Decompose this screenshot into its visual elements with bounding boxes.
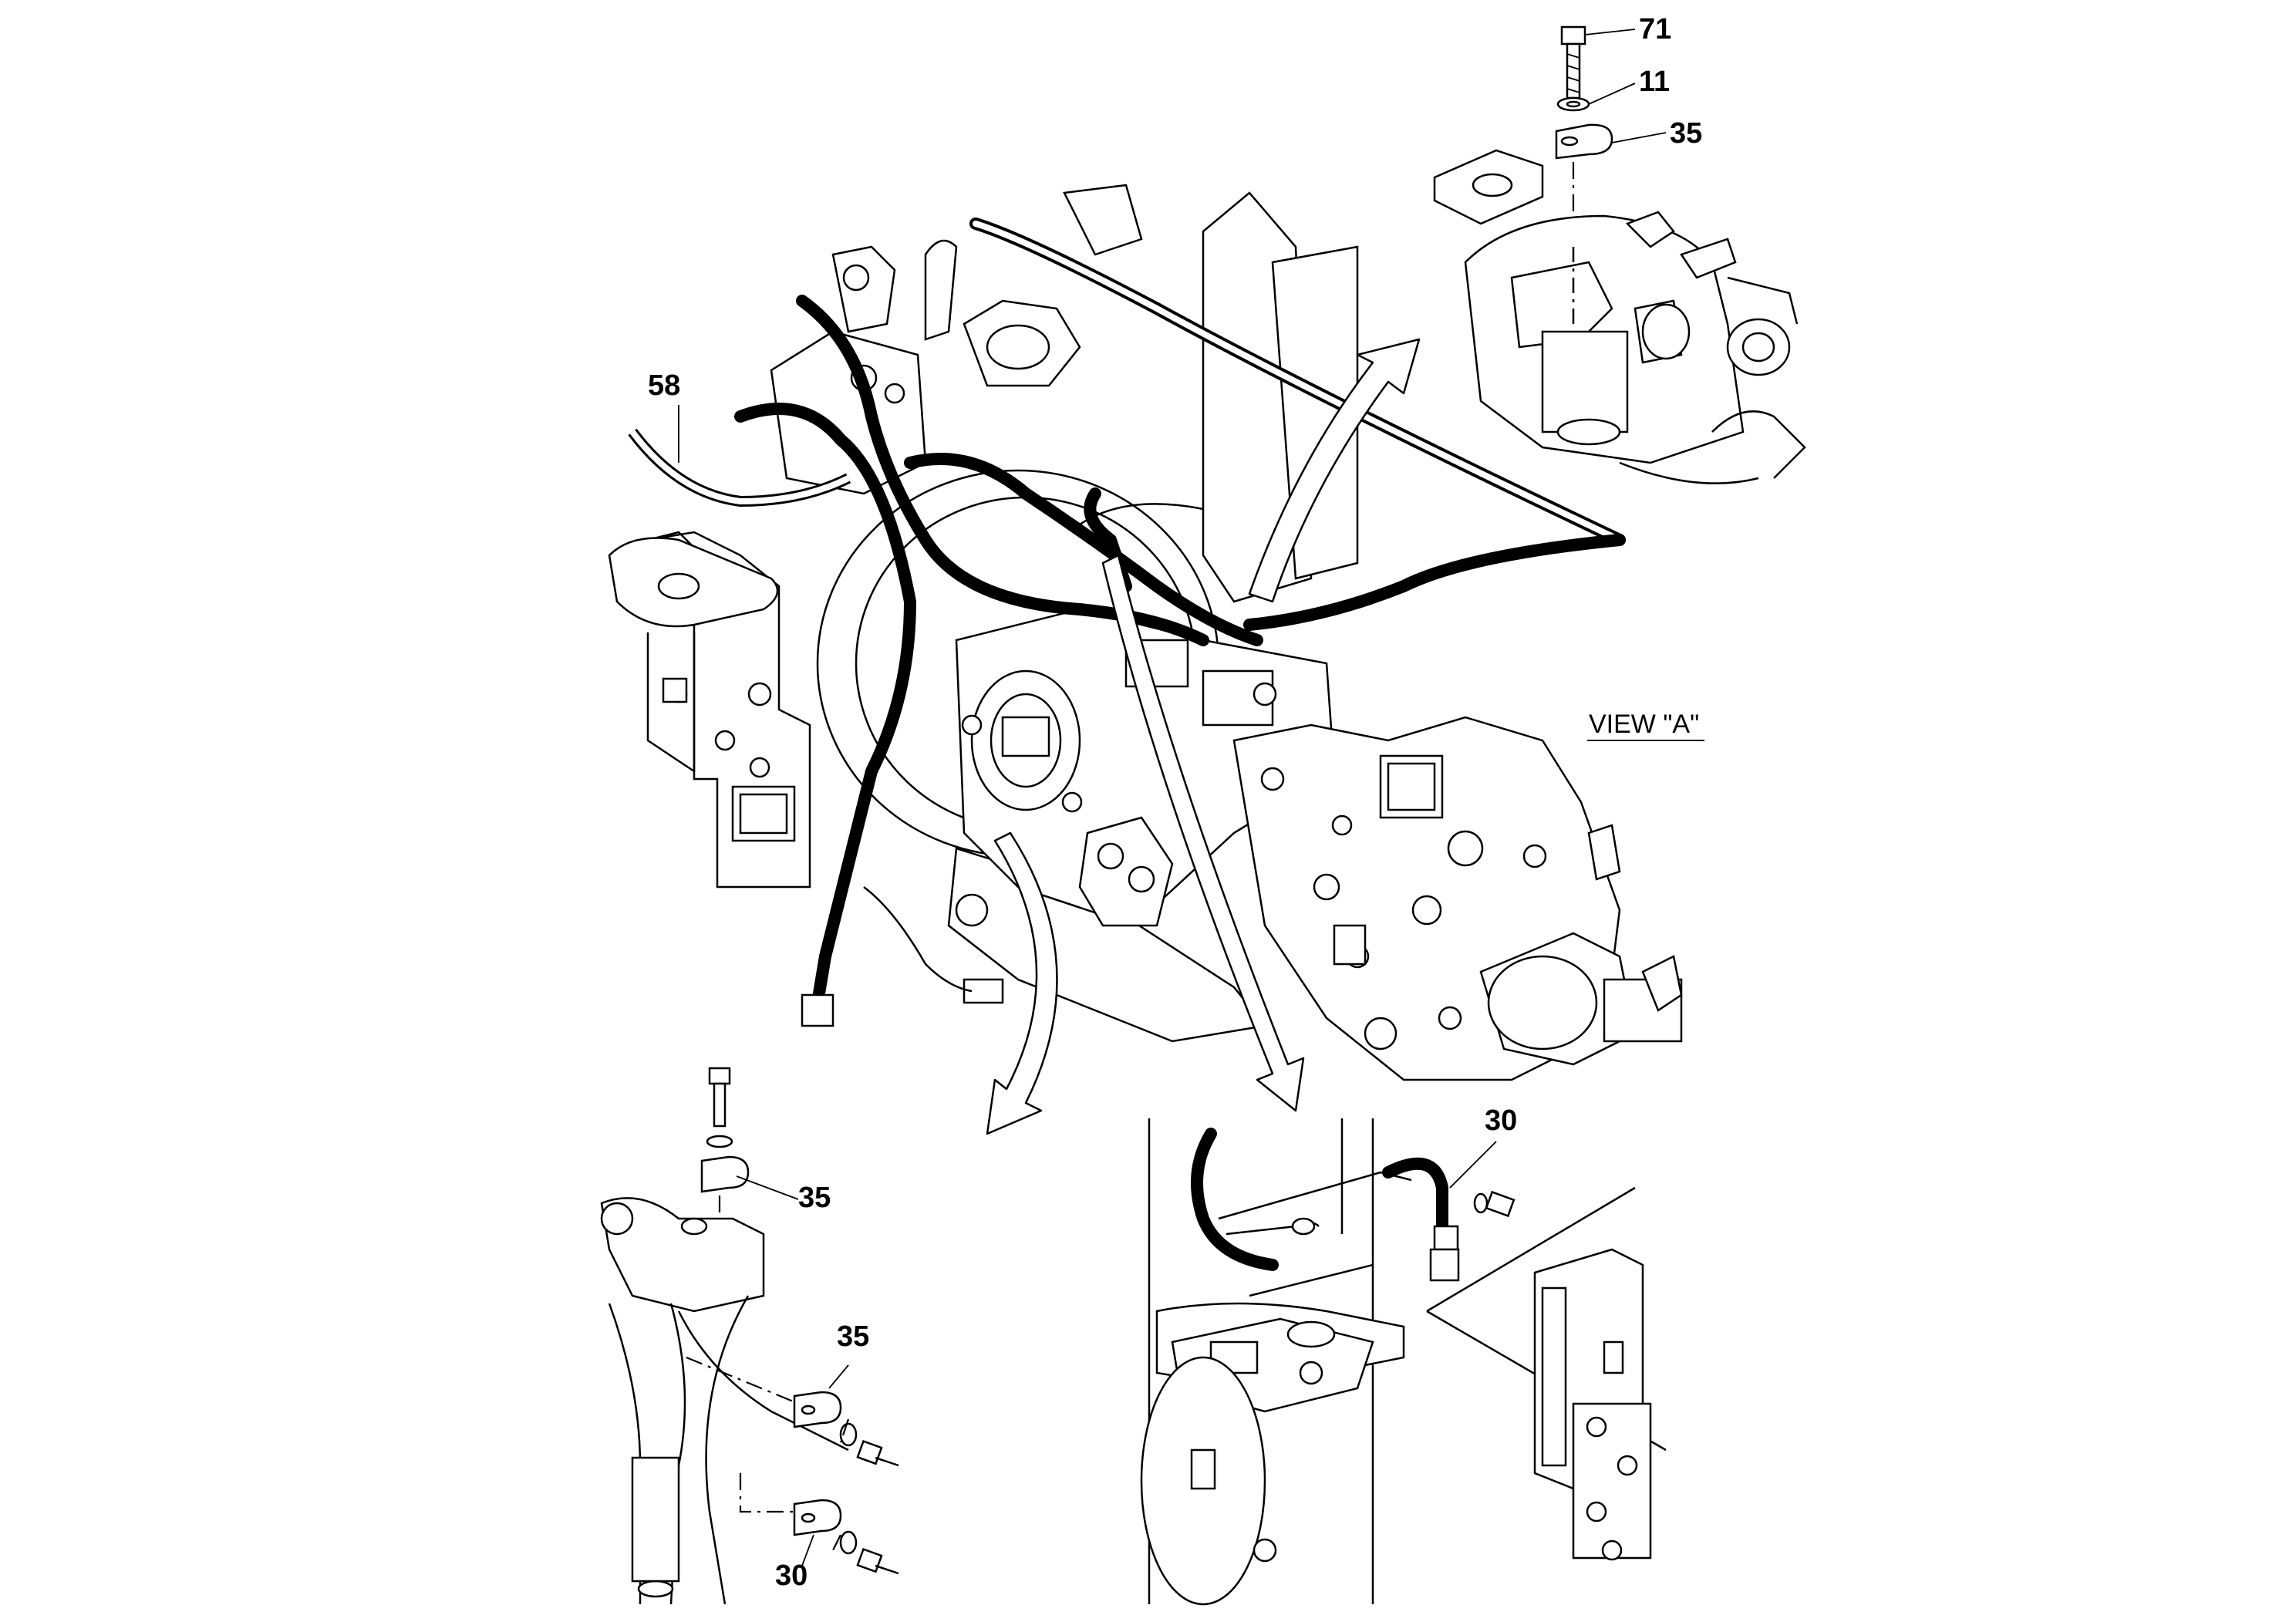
bolt-bottom-left <box>708 1067 731 1128</box>
washer-11 <box>1556 96 1590 112</box>
mounting-bracket <box>608 531 811 889</box>
flow-arrows <box>986 338 1421 1135</box>
main-assembly <box>608 184 1683 1135</box>
callout-30-left: 30 <box>775 1560 807 1592</box>
callout-71: 71 <box>1639 13 1671 46</box>
callout-labels: 71 11 35 58 30 35 35 30 <box>648 13 1702 1592</box>
hydraulic-pump <box>955 608 1336 927</box>
view-a-label: VIEW "A" <box>1589 710 1699 739</box>
callout-35-left-b: 35 <box>837 1320 869 1353</box>
bolt-lower-1 <box>856 1439 899 1467</box>
clamp-35-left-a <box>700 1155 750 1193</box>
clamp-30-left <box>793 1499 842 1536</box>
bolt-30-right <box>1473 1190 1515 1218</box>
arrow-to-bottom-right <box>1101 554 1305 1112</box>
callout-11: 11 <box>1639 66 1670 98</box>
arrow-to-view-a <box>1248 338 1421 603</box>
bolt-lower-2 <box>856 1547 899 1575</box>
control-valve-block <box>1232 716 1683 1081</box>
callout-58: 58 <box>648 369 680 402</box>
arrow-to-bottom-left <box>986 831 1058 1135</box>
callout-30-right: 30 <box>1485 1104 1517 1137</box>
view-a-detail <box>1433 25 1806 484</box>
bolt-71 <box>1560 25 1586 99</box>
callout-35-top: 35 <box>1670 117 1702 150</box>
bottom-left-detail <box>600 1067 899 1605</box>
clamp-35-top <box>1555 123 1613 160</box>
bottom-right-detail <box>1140 1118 1667 1606</box>
callout-35-left-a: 35 <box>798 1182 831 1214</box>
clamp-35-left-b <box>793 1391 842 1428</box>
wiring-harness <box>628 218 1626 1027</box>
view-a-label-group: VIEW "A" <box>1587 710 1704 741</box>
